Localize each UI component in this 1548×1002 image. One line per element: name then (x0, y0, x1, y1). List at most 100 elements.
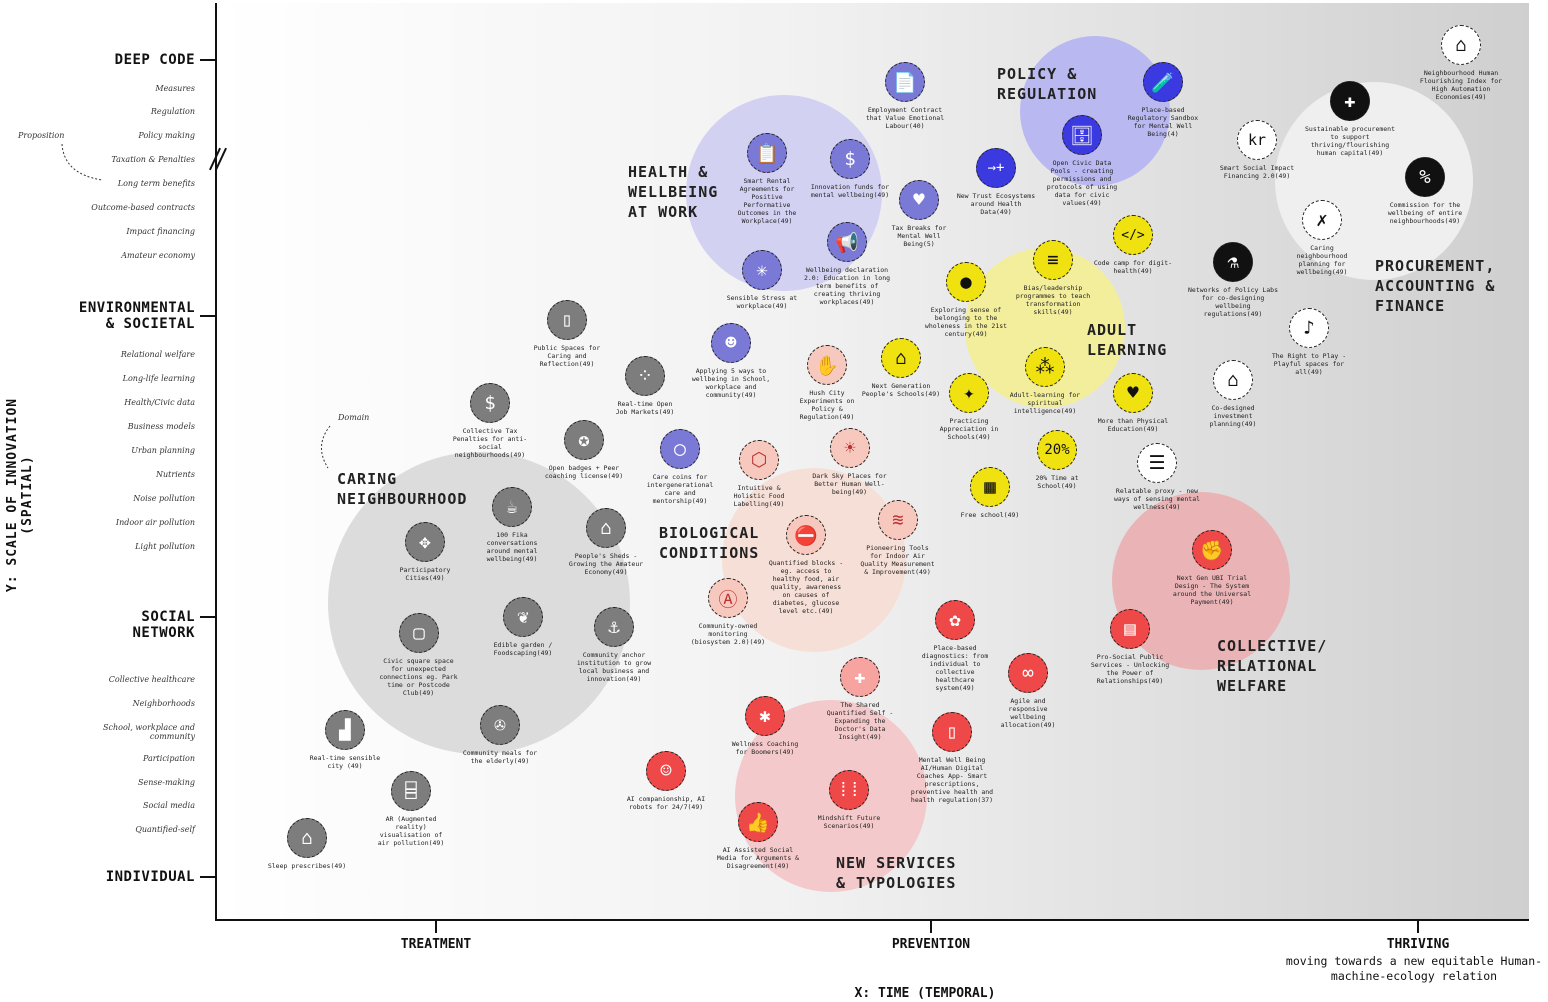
node-exploring-belonging: ●Exploring sense of belonging to the who… (891, 262, 1041, 338)
node-relatable-proxy: ☰Relatable proxy - new ways of sensing m… (1082, 443, 1232, 511)
x-level-prevention: PREVENTION (891, 937, 971, 952)
domain-note: Domain (338, 413, 370, 422)
x-tick (930, 919, 932, 933)
node-employment-contract: 📄Employment Contract that Value Emotiona… (830, 62, 980, 130)
dots-icon: ⁞⁞ (829, 770, 869, 810)
node-place-based-diagnostics: ✿Place-based diagnostics: from individua… (880, 600, 1030, 692)
y-minor-label: Outcome-based contracts (91, 203, 195, 212)
clipboard-icon: 📋 (747, 133, 787, 173)
y-tick (200, 616, 215, 618)
node-label: Place-based diagnostics: from individual… (921, 644, 989, 692)
y-minor-label: Noise pollution (133, 494, 195, 503)
x-tick (435, 919, 437, 933)
region-line: & TYPOLOGIES (836, 874, 957, 892)
star-icon: ✱ (745, 696, 785, 736)
node-pro-social-services: ▤Pro-Social Public Services - Unlocking … (1055, 609, 1205, 685)
molecule-icon: ⬡ (739, 440, 779, 480)
region-caring-neighbourhood: CARING NEIGHBOURHOOD (337, 469, 467, 509)
node-sleep-prescribes: ⌂Sleep prescribes(49) (232, 818, 382, 870)
y-minor-label: Taxation & Penalties (111, 155, 195, 164)
node-label: AR (Augmented reality) visualisation of … (377, 815, 445, 847)
node-place-based-sandbox: 🧪Place-based Regulatory Sandbox for Ment… (1088, 62, 1238, 138)
vr-goggles-icon: ⌸ (391, 771, 431, 811)
node-label: Wellbeing declaration 2.0: Education in … (803, 266, 891, 306)
node-mental-wellbeing-app: ▯Mental Well Being AI/Human Digital Coac… (877, 712, 1027, 804)
coin-icon: $ (830, 139, 870, 179)
y-level-social-line1: SOCIAL (141, 609, 195, 625)
building-icon: ▦ (970, 467, 1010, 507)
caring-blob (328, 452, 630, 754)
node-label: Edible garden / Foodscaping(49) (493, 641, 553, 657)
node-label: Caring neighbourhood planning for wellbe… (1296, 244, 1348, 276)
node-label: Applying 5 ways to wellbeing in School, … (691, 367, 771, 399)
node-more-than-pe: ♥More than Physical Education(49) (1058, 373, 1208, 433)
frame-icon: ▢ (399, 613, 439, 653)
node-label: Community-owned monitoring (biosystem 2.… (690, 622, 766, 646)
region-line: CARING (337, 470, 398, 488)
node-label: Smart Social Impact Financing 2.0(49) (1219, 164, 1295, 180)
node-networks-policy-labs: ⚗Networks of Policy Labs for co-designin… (1158, 242, 1308, 318)
server-icon: ☰ (1137, 443, 1177, 483)
medical-cross-icon: ✚ (840, 657, 880, 697)
y-minor-label: Relational welfare (120, 350, 195, 359)
phone-icon: ▯ (932, 712, 972, 752)
node-caring-planning: ✗Caring neighbourhood planning for wellb… (1247, 200, 1397, 276)
node-label: Smart Rental Agreements for Positive Per… (737, 177, 797, 225)
y-minor-label: Policy making (138, 131, 195, 140)
node-new-trust: →+ New Trust Ecosystems around Health Dat… (921, 148, 1071, 216)
y-axis-title: Y: SCALE OF INNOVATION (SPATIAL) (5, 397, 35, 593)
y-minor-label: Health/Civic data (124, 398, 195, 407)
node-label: New Trust Ecosystems around Health Data(… (956, 192, 1036, 216)
node-wellbeing-declaration: 📢Wellbeing declaration 2.0: Education in… (772, 222, 922, 306)
index-house-icon: ⌂ (1441, 25, 1481, 65)
y-level-individual: INDIVIDUAL (105, 869, 195, 885)
policy-blob (1020, 36, 1170, 186)
arrow-plus-icon: →+ (976, 148, 1016, 188)
heart-icon: ♥ (1113, 373, 1153, 413)
node-label: Code camp for digit-health(49) (1093, 259, 1173, 275)
node-label: Sensible Stress at workplace(49) (726, 294, 798, 310)
node-innovation-funds: $Innovation funds for mental wellbeing(4… (775, 139, 925, 199)
proposition-curve (61, 143, 103, 181)
coin-stack-icon: ◯ (660, 429, 700, 469)
node-label: Collective Tax Penalties for anti-social… (452, 427, 528, 459)
region-line: BIOLOGICAL (659, 524, 760, 542)
code-icon: </> (1113, 215, 1153, 255)
region-line: CONDITIONS (659, 544, 760, 562)
node-label: Quantified blocks - eg. access to health… (768, 559, 844, 615)
burst-icon: ✳ (742, 250, 782, 290)
region-collective-welfare: COLLECTIVE/ RELATIONAL WELFARE (1217, 636, 1327, 696)
sun-icon: ☀ (830, 428, 870, 468)
node-adult-learning-spiritual: ⁂Adult-learning for spiritual intelligen… (970, 347, 1120, 415)
y-minor-label: Regulation (150, 107, 195, 116)
node-ar-visualisation: ⌸ AR (Augmented reality) visualisation of… (336, 771, 486, 847)
medal-icon: ✦ (949, 373, 989, 413)
node-dark-sky: ☀ Dark Sky Places for Better Human Well-b… (775, 428, 925, 496)
service-icon: ▤ (1110, 609, 1150, 649)
node-applying-5-ways: ☻Applying 5 ways to wellbeing in School,… (656, 323, 806, 399)
node-label: Care coins for intergenerational care an… (646, 473, 714, 505)
node-label: Next Gen UBI Trial Design - The System a… (1172, 574, 1252, 606)
y-minor-label: Collective healthcare (108, 675, 195, 684)
dots-grid-icon: ⁘ (625, 356, 665, 396)
node-mindshift-scenarios: ⁞⁞Mindshift Future Scenarios(49) (774, 770, 924, 830)
node-label: Co-designed investment planning(49) (1209, 404, 1257, 428)
percent-text-icon: 20% (1037, 430, 1077, 470)
region-line: LEARNING (1087, 341, 1168, 359)
node-label: The Right to Play - Playful spaces for a… (1271, 352, 1347, 376)
y-tick (200, 876, 215, 878)
node-community-meals: ✇Community meals for the elderly(49) (425, 705, 575, 765)
bio-blob (722, 468, 906, 652)
node-label: Wellness Coaching for Boomers(49) (731, 740, 799, 756)
node-label: Dark Sky Places for Better Human Well-be… (812, 472, 887, 496)
node-code-camp: </> Code camp for digit-health(49) (1058, 215, 1208, 275)
arrows-out-icon: ✥ (405, 522, 445, 562)
node-label: Open badges + Peer coaching license(49) (544, 464, 624, 480)
node-sustainable-procurement: ✚Sustainable procurement to support thri… (1275, 81, 1425, 157)
node-free-school: ▦ Free school(49) (915, 467, 1065, 519)
node-label: Free school(49) (960, 511, 1020, 519)
node-ai-companionship: ☺AI companionship, AI robots for 24/7(49… (591, 751, 741, 811)
antenna-icon: Ⓐ (708, 578, 748, 618)
node-label: Real-time sensible city (49) (309, 754, 381, 770)
y-minor-label: Business models (127, 422, 195, 431)
